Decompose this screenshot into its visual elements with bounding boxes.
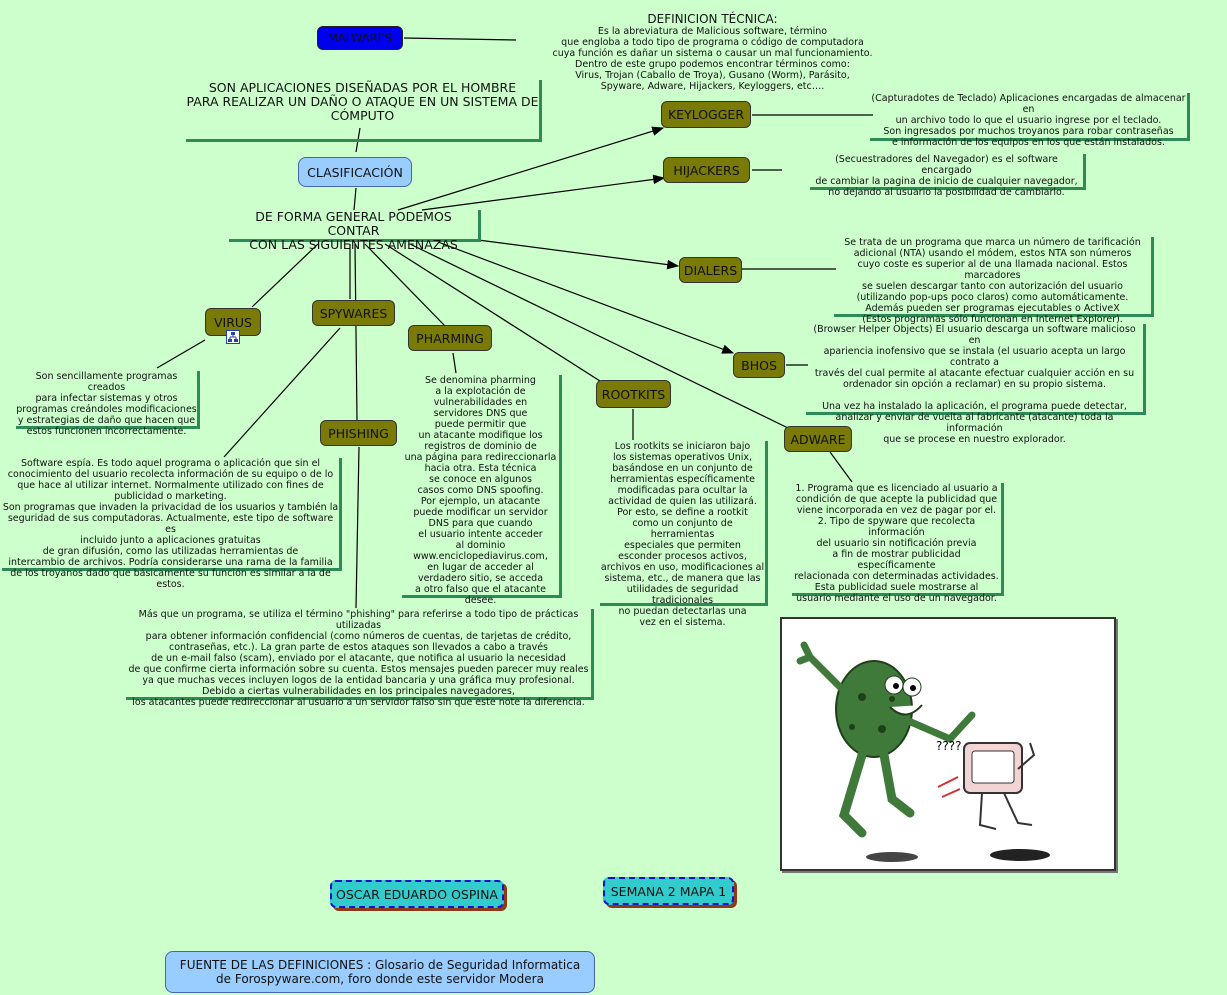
- pharming-description: Se denomina pharming a la explotación de…: [402, 375, 562, 606]
- malwares-node[interactable]: MALWARES: [317, 26, 403, 50]
- virus-description: Son sencillamente programas creados para…: [16, 371, 200, 437]
- adware-description: 1. Programa que es licenciado al usuario…: [792, 483, 1004, 604]
- keylogger-node[interactable]: KEYLOGGER: [661, 101, 751, 128]
- pharming-node[interactable]: PHARMING: [408, 325, 492, 351]
- bhos-node[interactable]: BHOS: [733, 352, 785, 378]
- aplicaciones-text: SON APLICACIONES DISEÑADAS POR EL HOMBRE…: [186, 80, 542, 142]
- phishing-node[interactable]: PHISHING: [320, 420, 397, 446]
- question-marks: ????: [936, 739, 961, 753]
- definicion-tecnica-title: DEFINICION TÉCNICA:: [647, 12, 778, 26]
- phishing-description: Más que un programa, se utiliza el térmi…: [126, 609, 594, 708]
- rootkits-description: Los rootkits se iniciaron bajo los siste…: [600, 441, 768, 628]
- keylogger-description: (Capturadotes de Teclado) Aplicaciones e…: [870, 93, 1190, 148]
- bhos-description: (Browser Helper Objects) El usuario desc…: [806, 324, 1146, 445]
- dialers-description: Se trata de un programa que marca un núm…: [834, 237, 1154, 325]
- definicion-tecnica-body: Es la abreviatura de Malicious software,…: [552, 26, 873, 92]
- fuente-text: FUENTE DE LAS DEFINICIONES : Glosario de…: [179, 958, 581, 986]
- hijackers-description: (Secuestradores del Navegador) es el sof…: [810, 154, 1086, 198]
- clasificacion-node[interactable]: CLASIFICACIÓN: [298, 157, 412, 187]
- amenazas-text: DE FORMA GENERAL PODEMOS CONTAR CON LAS …: [229, 210, 481, 252]
- network-attachment-icon[interactable]: [226, 330, 240, 344]
- virus-cartoon-image: ????: [780, 617, 1116, 871]
- rootkits-node[interactable]: ROOTKITS: [596, 380, 671, 408]
- spywares-node[interactable]: SPYWARES: [312, 300, 395, 326]
- fuente-node[interactable]: FUENTE DE LAS DEFINICIONES : Glosario de…: [165, 951, 595, 993]
- hijackers-node[interactable]: HIJACKERS: [663, 157, 750, 183]
- adware-node[interactable]: ADWARE: [784, 426, 852, 452]
- author-node[interactable]: OSCAR EDUARDO OSPINA: [330, 880, 504, 908]
- definicion-tecnica-text: DEFINICION TÉCNICA: Es la abreviatura de…: [515, 3, 910, 92]
- week-map-node[interactable]: SEMANA 2 MAPA 1: [603, 877, 734, 905]
- spywares-description: Software espía. Es todo aquel programa o…: [2, 458, 342, 590]
- dialers-node[interactable]: DIALERS: [679, 257, 742, 283]
